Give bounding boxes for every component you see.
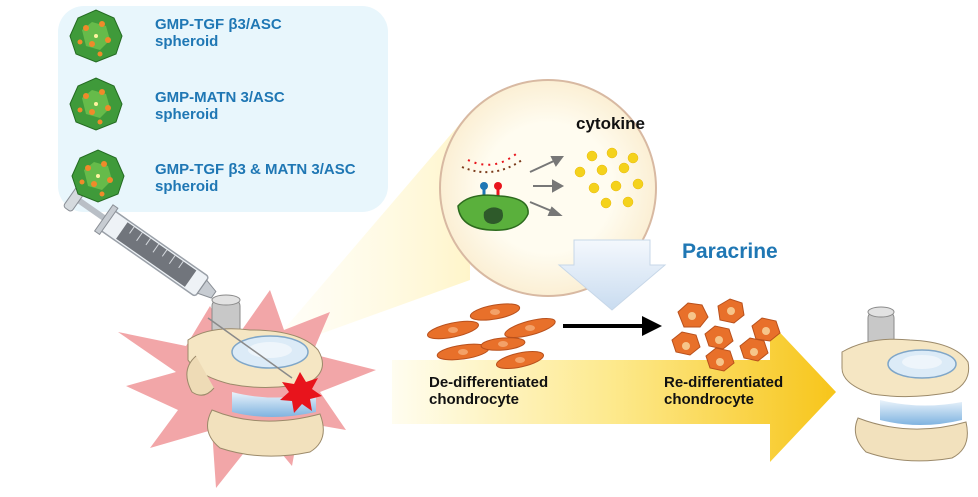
receptor-icon xyxy=(461,153,523,200)
big-arrow-icon xyxy=(392,322,836,462)
spheroid-label-2-line1: GMP-MATN 3/ASC xyxy=(155,89,285,106)
transition-arrow-icon xyxy=(563,316,662,336)
spheroid-label-3: GMP-TGF β3 & MATN 3/ASC spheroid xyxy=(155,161,356,196)
dediff-label-line2: chondrocyte xyxy=(429,391,520,409)
spheroid-icon xyxy=(69,9,125,203)
spheroid-label-2: GMP-MATN 3/ASC spheroid xyxy=(155,89,285,124)
spine-icon xyxy=(186,294,324,457)
spheroid-label-3-line2: spheroid xyxy=(155,178,219,196)
paracrine-label: Paracrine xyxy=(682,240,778,263)
rediff-label: Re-differentiated chondrocyte xyxy=(664,374,783,409)
spheroid-label-1-line2: spheroid xyxy=(155,33,219,51)
spheroid-label-3-line1: GMP-TGF β3 & MATN 3/ASC xyxy=(155,161,356,178)
rediff-label-line2: chondrocyte xyxy=(664,391,755,409)
spheroid-panel xyxy=(58,6,388,212)
injury-burst-icon xyxy=(118,290,376,488)
spheroid-label-2-line2: spheroid xyxy=(155,106,219,124)
syringe-icon xyxy=(63,184,293,379)
rediff-label-line1: Re-differentiated xyxy=(664,374,784,391)
spheroid-label-1: GMP-TGF β3/ASC spheroid xyxy=(155,16,282,51)
cell-icon xyxy=(457,194,529,231)
secretion-arrows-icon xyxy=(529,156,565,216)
zoom-beam xyxy=(262,112,470,355)
cytokine-label: cytokine xyxy=(576,114,645,133)
dediff-label-line1: De-differentiated xyxy=(429,374,549,391)
spheroid-label-1-line1: GMP-TGF β3/ASC xyxy=(155,16,282,33)
cytokine-dots-icon xyxy=(574,147,644,209)
injury-star-icon xyxy=(280,372,322,413)
recovered-spine-icon xyxy=(841,306,970,462)
paracrine-arrow-icon xyxy=(557,239,667,311)
dediff-label: De-differentiated chondrocyte xyxy=(429,374,548,409)
